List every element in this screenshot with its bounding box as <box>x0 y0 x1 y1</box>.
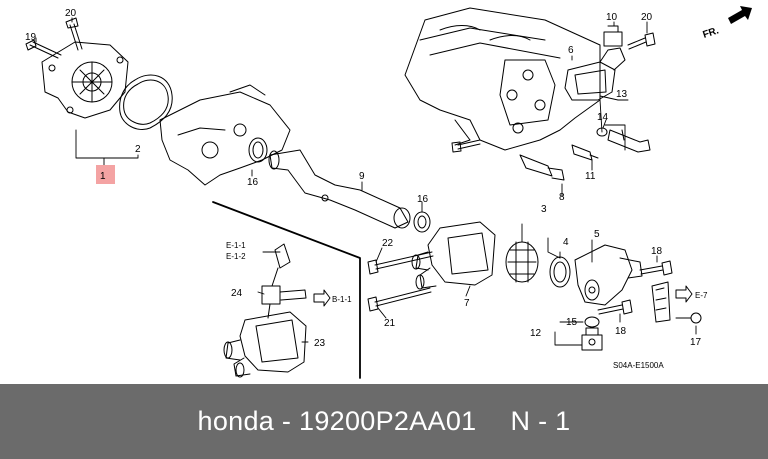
bolt-18-lower <box>597 299 633 315</box>
ref-e-1-2: E-1-2 <box>226 252 246 261</box>
temperature-sensor-12 <box>581 327 603 351</box>
arrow-e7 <box>675 285 693 303</box>
pump-gasket <box>119 74 173 130</box>
bolt-20-left <box>65 17 83 51</box>
washer-15 <box>584 316 600 328</box>
arrow-b11 <box>313 289 331 307</box>
diagram-code: S04A-E1500A <box>613 361 664 370</box>
front-direction-arrow <box>728 6 752 24</box>
front-direction-label: FR. <box>702 25 721 41</box>
thermostat-3 <box>505 241 539 283</box>
callout-7: 7 <box>464 298 470 309</box>
callout-14: 14 <box>597 112 609 123</box>
callout-17: 17 <box>690 337 702 348</box>
callout-18-upper: 18 <box>651 246 663 257</box>
ref-e-7: E-7 <box>695 291 708 300</box>
bolt-22 <box>367 251 434 275</box>
upper-outlet-6 <box>564 47 626 101</box>
brand-name: honda <box>197 406 275 436</box>
callout-1: 1 <box>100 171 106 182</box>
callout-24: 24 <box>231 288 243 299</box>
sensor-13 <box>607 129 651 153</box>
callout-8: 8 <box>559 192 565 203</box>
ref-e-1-1: E-1-1 <box>226 241 246 250</box>
callout-10: 10 <box>606 12 618 23</box>
callout-11: 11 <box>585 171 596 182</box>
callout-18-lower: 18 <box>615 326 627 337</box>
sensor-11 <box>571 144 599 161</box>
callout-5: 5 <box>594 229 600 240</box>
o-ring-16-middle <box>413 211 431 233</box>
callout-20-left: 20 <box>65 8 77 19</box>
parts-diagram: FR. 1 2 3 4 5 6 7 8 9 10 11 12 13 14 15 … <box>25 6 752 379</box>
highlight-part-1 <box>96 165 115 184</box>
callout-4: 4 <box>563 237 569 248</box>
bolt-18-upper <box>639 260 673 276</box>
callout-21: 21 <box>384 318 396 329</box>
callout-13: 13 <box>616 89 628 100</box>
plug-8 <box>519 154 565 181</box>
exploded-view: FR. 1 2 3 4 5 6 7 8 9 10 11 12 13 14 15 … <box>25 6 752 379</box>
water-pipe-9 <box>268 149 411 229</box>
caption-separator: - <box>281 406 292 436</box>
bracket-17 <box>651 281 702 324</box>
inset-divider <box>212 201 361 379</box>
callout-3: 3 <box>541 204 547 215</box>
head-bolt <box>451 139 481 153</box>
callout-6: 6 <box>568 45 574 56</box>
callout-15: 15 <box>566 317 578 328</box>
callout-12: 12 <box>530 328 542 339</box>
bolt-21 <box>367 287 432 312</box>
o-ring-16-left <box>248 137 268 163</box>
water-pump <box>41 41 129 119</box>
part-number: 19200P2AA01 <box>299 406 477 436</box>
engine-block-outline <box>159 84 291 186</box>
callout-9: 9 <box>359 171 365 182</box>
callout-16-middle: 16 <box>417 194 429 205</box>
bolt-19 <box>25 39 62 59</box>
ref-b-1-1: B-1-1 <box>332 295 352 304</box>
callout-23: 23 <box>314 338 326 349</box>
switch-24 <box>261 243 307 319</box>
quantity-label: N - 1 <box>510 406 571 436</box>
callout-19: 19 <box>25 32 37 43</box>
pump-gasket-inner <box>123 79 169 125</box>
callout-22: 22 <box>382 238 394 249</box>
callout-2: 2 <box>135 144 141 155</box>
leader-lines <box>35 17 697 346</box>
cylinder-head-outline <box>404 7 601 151</box>
part-caption-bar: honda - 19200P2AA01 N - 1 <box>0 384 768 459</box>
water-outlet-7 <box>411 221 496 290</box>
inset-outlet-23 <box>223 311 307 378</box>
callout-20-right: 20 <box>641 12 653 23</box>
sensor-10 <box>603 25 623 47</box>
callout-16-left: 16 <box>247 177 259 188</box>
bolt-20-right <box>627 32 656 50</box>
thermostat-housing-5 <box>574 244 643 306</box>
